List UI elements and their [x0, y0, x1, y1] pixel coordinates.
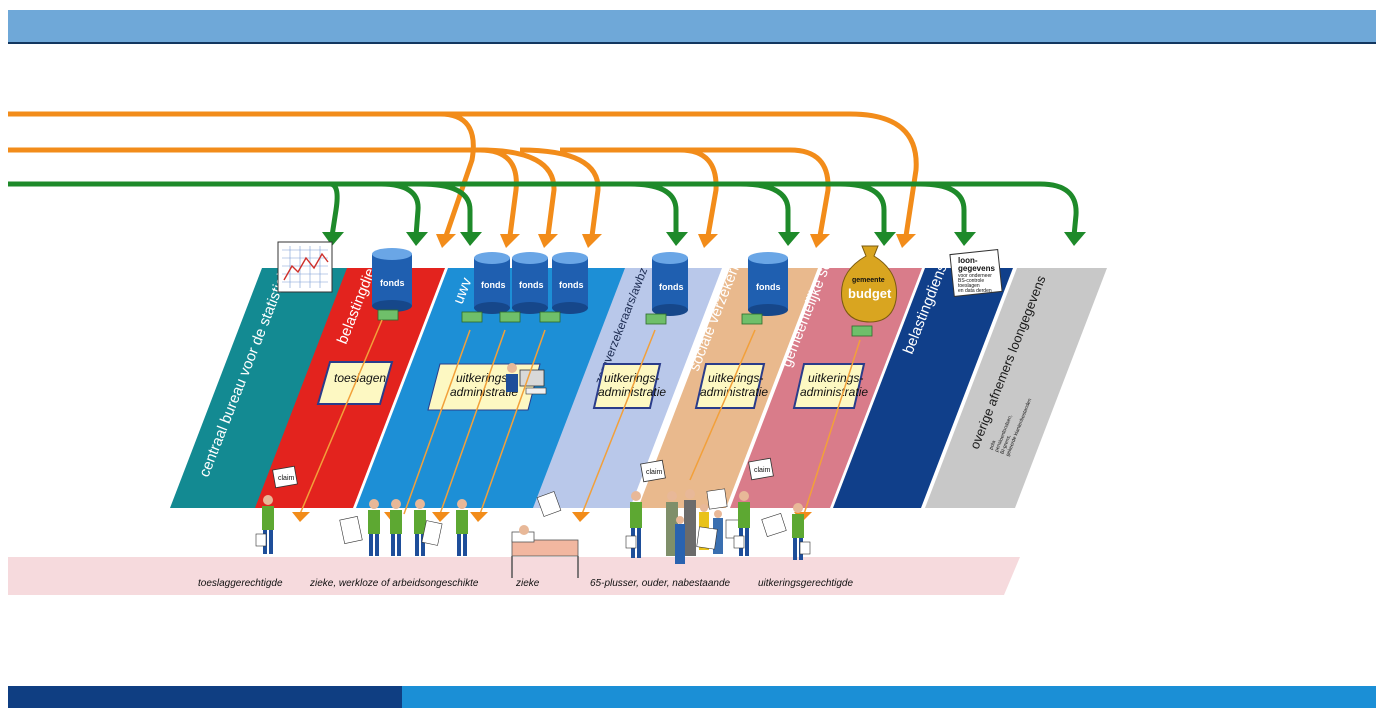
loongegevens-card: loon- gegevens voor onderneer BS-control…	[950, 250, 1002, 297]
caption-zieke-werkloze: zieke, werkloze of arbeidsongeschikte	[309, 578, 479, 589]
loongegevens-l4: en data derden	[958, 288, 992, 294]
fonds-barrel-icon: fonds	[372, 248, 412, 320]
svb-admin-label-2: administratie	[700, 385, 768, 399]
fonds-label: fonds	[756, 282, 781, 292]
claim-sign: claim	[641, 460, 666, 482]
claim-sign: claim	[273, 466, 298, 488]
green-arrows	[8, 184, 1076, 236]
caption-toeslaggerechtigde: toeslaggerechtigde	[198, 578, 283, 589]
gsd-admin-label-1: uitkerings-	[808, 371, 863, 385]
fonds-label: fonds	[380, 278, 405, 288]
budget-line2: budget	[848, 286, 892, 301]
orange-arrows	[8, 114, 916, 236]
claim-text: claim	[278, 475, 295, 482]
caption-uitkeringsgerechtigde: uitkeringsgerechtigde	[758, 578, 853, 589]
fonds-label: fonds	[481, 280, 506, 290]
person-icon	[762, 503, 810, 560]
budget-line1: gemeente	[852, 277, 885, 284]
gsd-admin-label-2: administratie	[800, 385, 868, 399]
fonds-label: fonds	[559, 280, 584, 290]
loongegevens-title2: gegevens	[958, 264, 995, 273]
footer-bar-left	[8, 686, 402, 708]
uwv-admin-label-1: uitkerings-	[456, 371, 511, 385]
caption-65-plusser: 65-plusser, ouder, nabestaande	[590, 578, 731, 589]
zorg-admin-label-1: uitkerings-	[604, 371, 659, 385]
fonds-label: fonds	[519, 280, 544, 290]
claim-sign: claim	[749, 458, 774, 480]
statistics-chart-icon	[278, 242, 332, 292]
fonds-label: fonds	[659, 282, 684, 292]
claim-text: claim	[754, 467, 771, 474]
ground-strip	[8, 557, 1020, 595]
caption-zieke: zieke	[515, 578, 540, 589]
claim-text: claim	[646, 469, 663, 476]
footer-bar-right	[402, 686, 1376, 708]
